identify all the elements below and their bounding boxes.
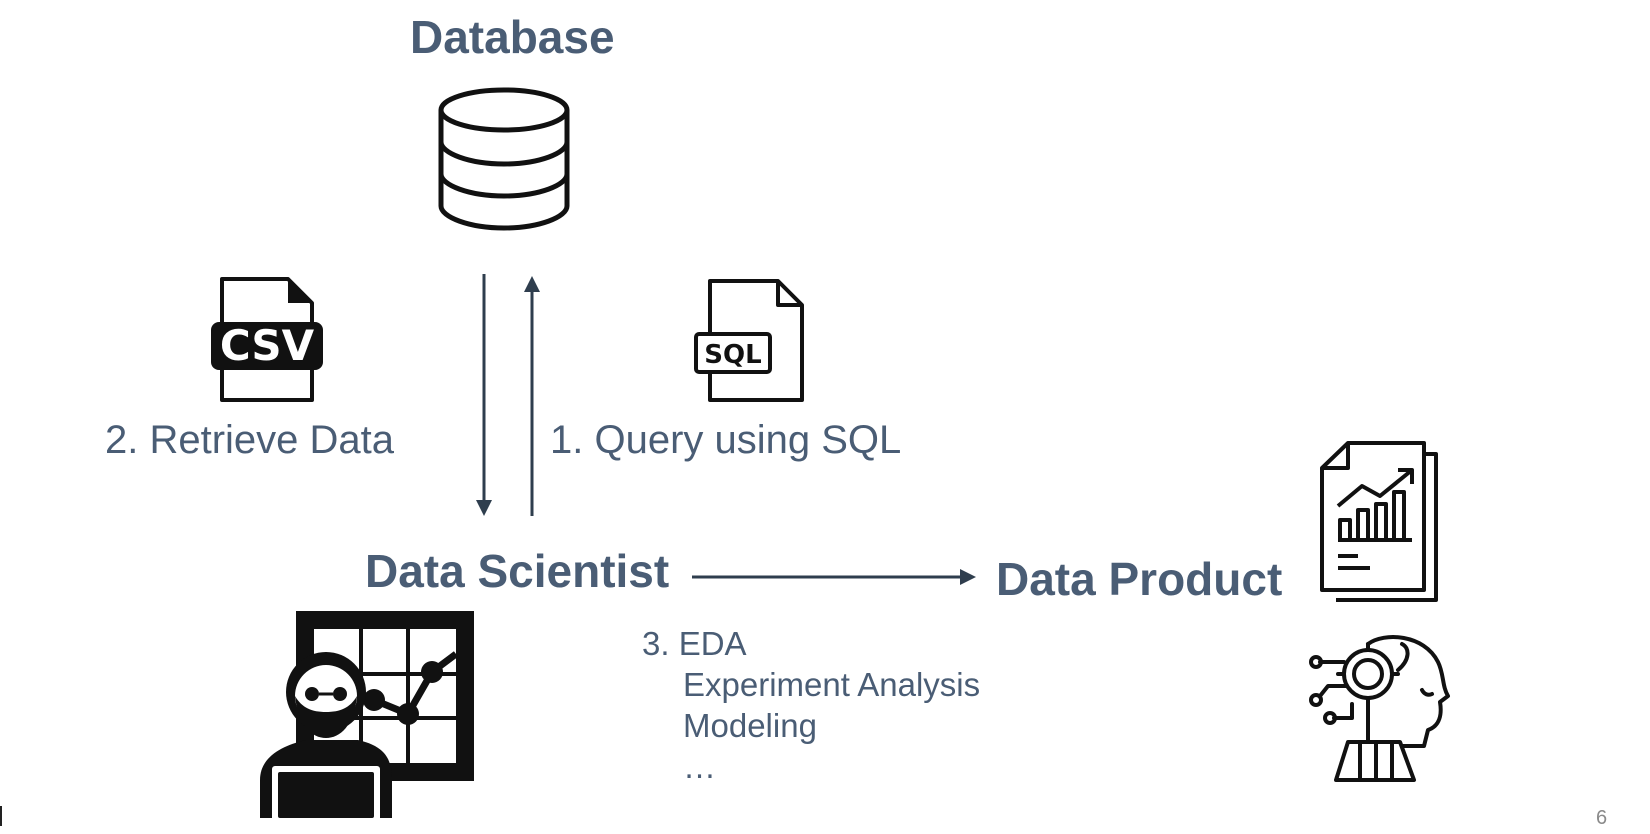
sql-file-badge: SQL bbox=[704, 340, 761, 370]
ai-head-icon bbox=[1309, 635, 1450, 782]
analysis-line-1: 3. EDA bbox=[642, 625, 747, 662]
sql-file-icon: SQL bbox=[694, 279, 804, 402]
data-scientist-icon bbox=[260, 611, 474, 824]
analysis-line-4: … bbox=[683, 748, 716, 785]
database-title: Database bbox=[410, 11, 615, 63]
database-icon bbox=[438, 87, 570, 231]
retrieve-label: 2. Retrieve Data bbox=[105, 418, 395, 462]
report-chart-icon bbox=[1320, 441, 1438, 602]
query-arrow bbox=[524, 276, 540, 516]
data-scientist-title: Data Scientist bbox=[365, 545, 670, 597]
slide-number: 6 bbox=[1596, 807, 1608, 829]
analysis-line-2: Experiment Analysis bbox=[683, 666, 981, 703]
analysis-arrow bbox=[692, 569, 976, 585]
query-label: 1. Query using SQL bbox=[550, 418, 902, 462]
csv-file-icon: CSV bbox=[211, 277, 323, 402]
data-product-title: Data Product bbox=[996, 553, 1283, 605]
csv-file-badge: CSV bbox=[220, 321, 315, 370]
retrieve-arrow bbox=[476, 274, 492, 516]
left-edge-mark bbox=[0, 806, 2, 826]
analysis-line-3: Modeling bbox=[683, 707, 817, 744]
